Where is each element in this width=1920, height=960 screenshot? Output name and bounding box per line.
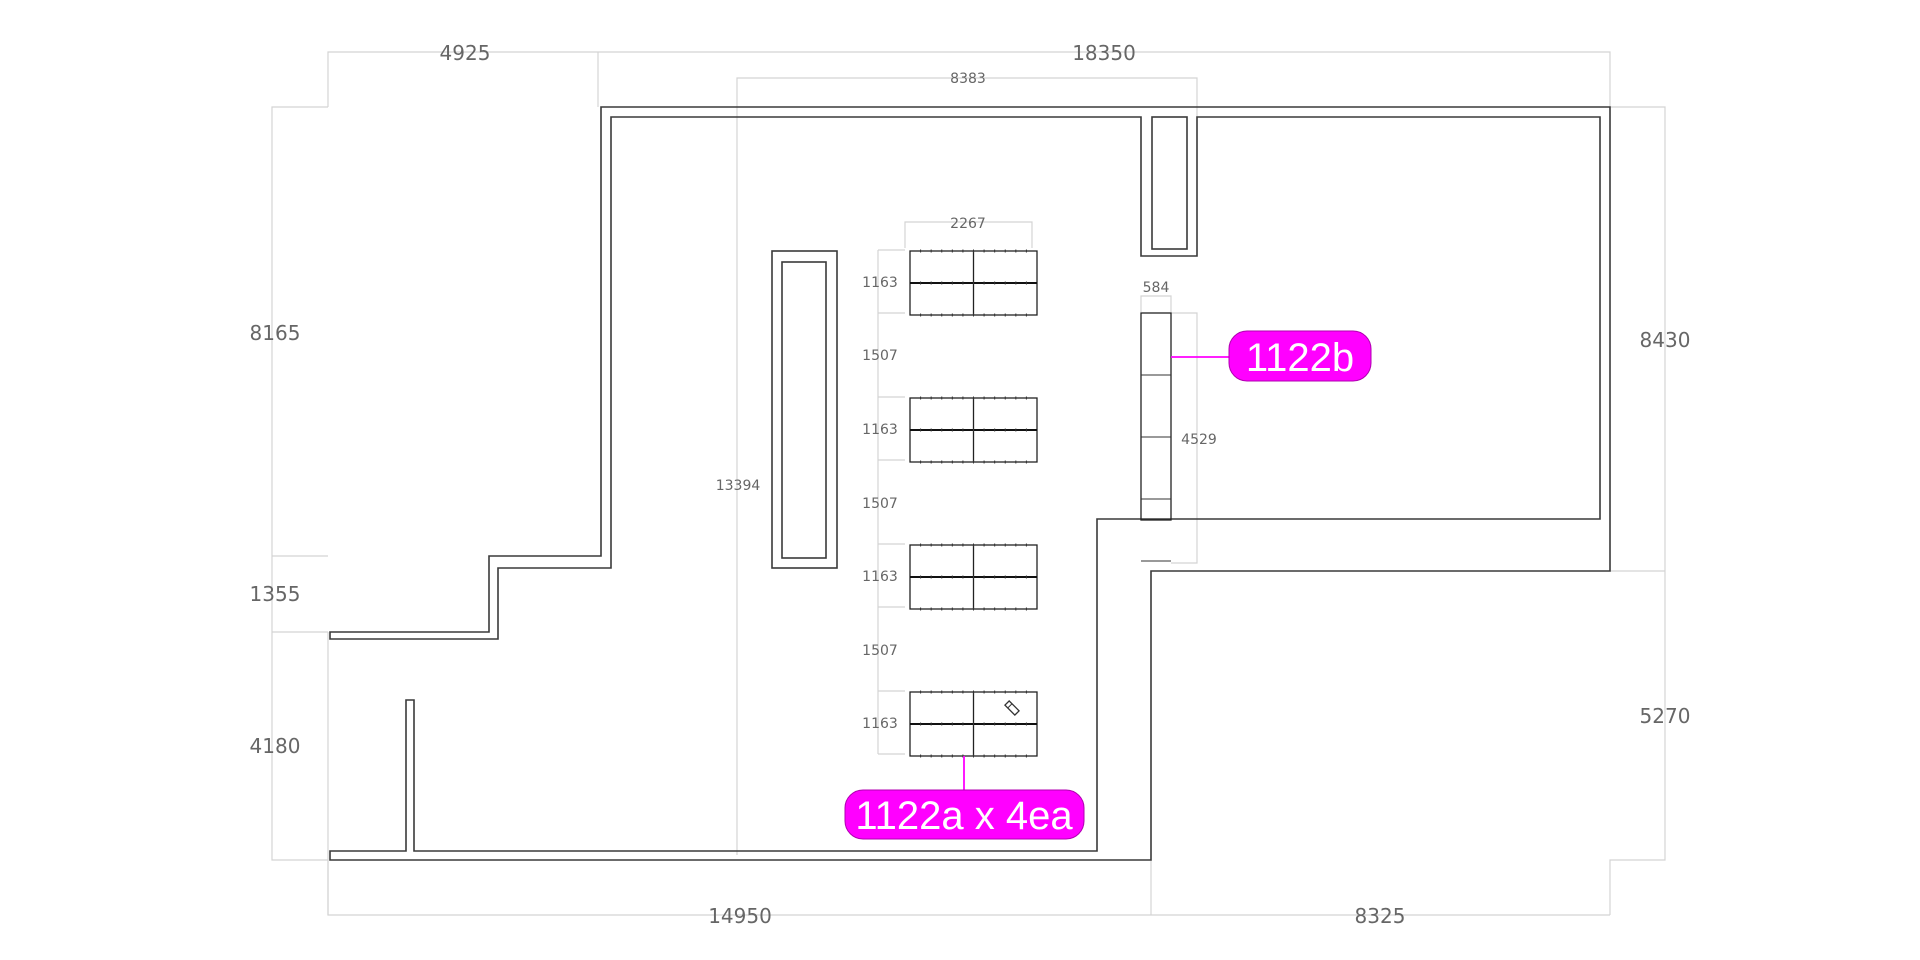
callout-bench-label: 1122b [1246, 336, 1354, 380]
table-set [909, 543, 1038, 611]
dim-right-lower: 5270 [1640, 704, 1691, 728]
dim-table-depth: 1163 [862, 422, 898, 438]
dim-bottom-left: 14950 [708, 904, 772, 928]
dim-table-gap: 1507 [862, 348, 898, 364]
dim-table-depth: 1163 [862, 569, 898, 585]
dim-bench-width: 584 [1143, 280, 1170, 296]
dim-table-gap: 1507 [862, 643, 898, 659]
dim-top-right: 18350 [1072, 41, 1136, 65]
dim-table-width: 2267 [950, 216, 986, 232]
table-set [909, 396, 1038, 464]
table-set [909, 249, 1038, 317]
pillar [771, 250, 838, 569]
dim-left-upper: 8165 [250, 321, 301, 345]
dim-bench-length: 4529 [1181, 432, 1217, 448]
dim-table-depth: 1163 [862, 716, 898, 732]
dim-top-left: 4925 [440, 41, 491, 65]
dim-inner-top: 8383 [950, 71, 986, 87]
walls [329, 106, 1611, 861]
callout-tables-label: 1122a x 4ea [855, 794, 1073, 838]
dim-left-middle: 1355 [250, 582, 301, 606]
dim-table-depth: 1163 [862, 275, 898, 291]
callout-tables: 1122a x 4ea [844, 756, 1085, 840]
dimension-lines [271, 51, 1666, 916]
dim-pillar-height: 13394 [716, 478, 761, 494]
dimension-labels: 4925 18350 8383 2267 8165 1355 4180 8430… [250, 41, 1691, 928]
dim-table-gap: 1507 [862, 496, 898, 512]
dim-left-lower: 4180 [250, 734, 301, 758]
pencil-icon [1004, 700, 1020, 716]
table-set [909, 690, 1038, 758]
dim-right-upper: 8430 [1640, 328, 1691, 352]
bench [1140, 312, 1172, 562]
callout-bench: 1122b [1171, 330, 1372, 382]
table-group [909, 249, 1038, 758]
dim-bottom-right: 8325 [1355, 904, 1406, 928]
